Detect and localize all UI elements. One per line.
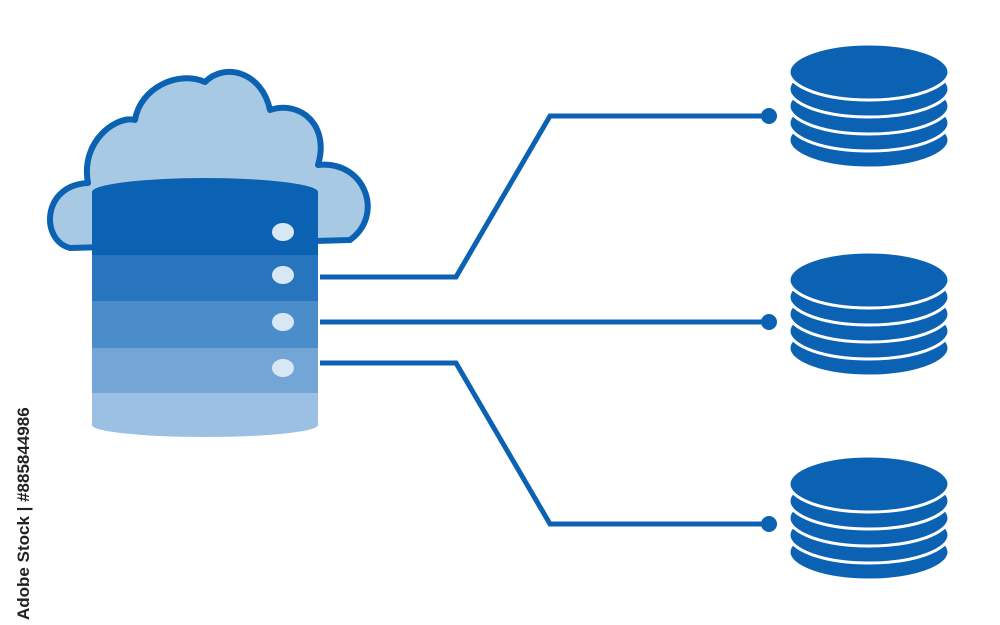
server-indicator-2 (272, 266, 294, 284)
server-indicator-3 (272, 313, 294, 331)
database-icon (787, 454, 951, 582)
database-disk (787, 250, 951, 310)
connector-bottom (320, 360, 768, 527)
server-indicator-1 (272, 223, 294, 241)
database-group (787, 42, 951, 582)
database-icon (787, 42, 951, 170)
connectors (320, 113, 768, 527)
connector-top (320, 113, 768, 280)
connector-dot-bottom (761, 516, 777, 532)
connector-dot-middle (761, 314, 777, 330)
server-icon (92, 178, 318, 437)
database-disk (787, 454, 951, 514)
database-icon (787, 250, 951, 378)
server-top (92, 178, 318, 206)
connector-dot-top (761, 108, 777, 124)
stock-id-label: Adobe Stock | #885844986 (14, 407, 33, 620)
server-indicator-4 (272, 359, 294, 377)
server-band-5 (92, 390, 318, 437)
database-disk (787, 42, 951, 102)
